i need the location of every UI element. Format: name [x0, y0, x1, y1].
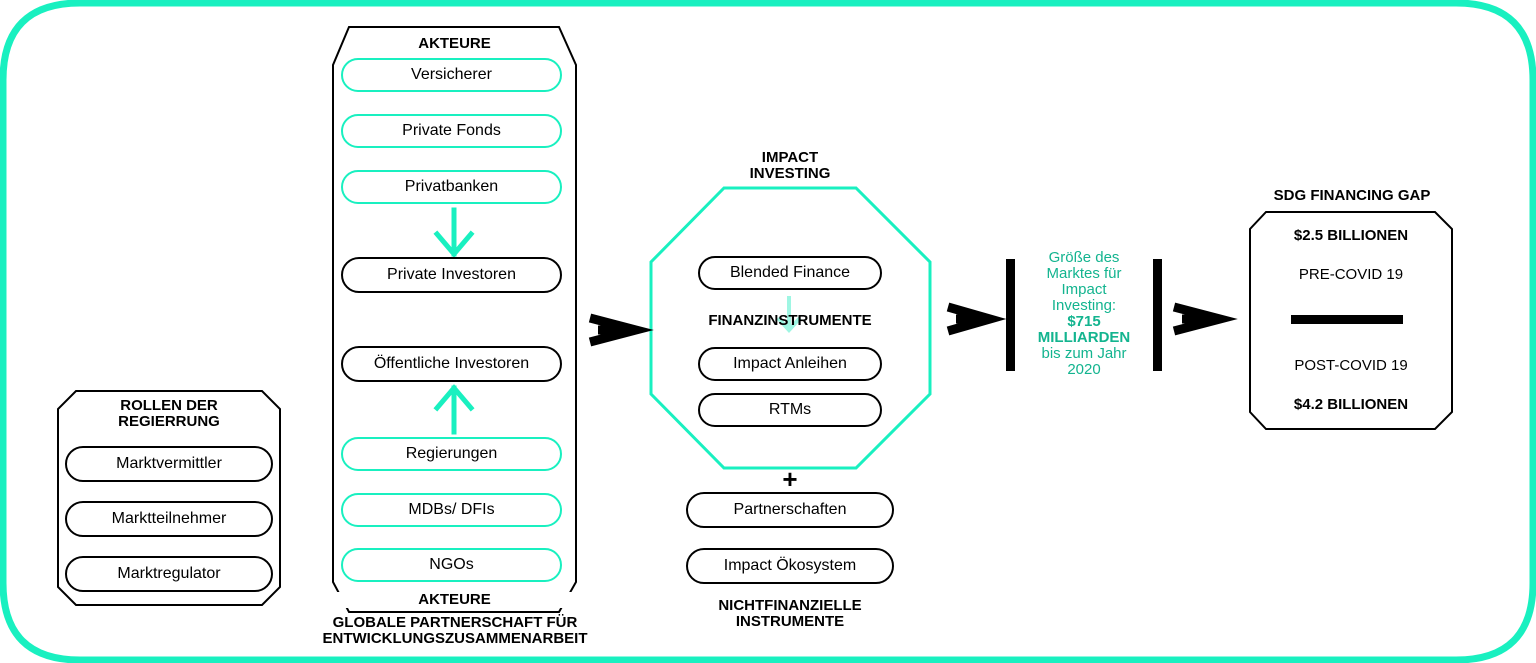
chevron-arrow-icon	[1172, 302, 1238, 336]
sdg-post-label: POST-COVID 19	[1294, 357, 1408, 374]
market-text: Größe des Marktes für Impact Investing:	[1046, 249, 1122, 314]
impact-ecosystem: Impact Ökosystem	[686, 548, 894, 584]
sdg-pre-label: PRE-COVID 19	[1298, 266, 1404, 283]
down-arrow-icon	[433, 207, 475, 258]
roles-title: ROLLEN DER REGIERRUNG	[118, 397, 220, 430]
actors-top-title: AKTEURE	[418, 35, 491, 52]
blended-finance: Blended Finance	[698, 256, 882, 290]
rtms: RTMs	[698, 393, 882, 427]
actor-item: Privatbanken	[341, 170, 562, 204]
public-investors: Öffentliche Investoren	[341, 346, 562, 382]
market-bar-left	[1006, 259, 1015, 371]
sdg-title: SDG FINANCING GAP	[1273, 187, 1431, 204]
actor-item: NGOs	[341, 548, 562, 582]
actor-item: Private Fonds	[341, 114, 562, 148]
chevron-arrow-icon	[946, 302, 1007, 336]
actors-bottom-title: AKTEURE	[333, 592, 576, 608]
up-arrow-icon	[433, 384, 475, 435]
impact-title: IMPACT INVESTING	[749, 149, 831, 182]
actors-caption: GLOBALE PARTNERSCHAFT FÜR ENTWICKLUNGSZU…	[300, 615, 610, 647]
private-investors: Private Investoren	[341, 257, 562, 293]
actor-item: Versicherer	[341, 58, 562, 92]
chevron-arrow-icon	[588, 313, 654, 347]
role-item: Marktvermittler	[65, 446, 273, 482]
market-size: Größe des Marktes für Impact Investing: …	[1016, 250, 1152, 378]
sdg-pre-amount: $2.5 BILLIONEN	[1293, 227, 1409, 244]
roles-frame	[57, 390, 281, 606]
impact-bonds: Impact Anleihen	[698, 347, 882, 381]
actor-item: Regierungen	[341, 437, 562, 471]
market-year: bis zum Jahr 2020	[1041, 345, 1127, 378]
role-item: Marktregulator	[65, 556, 273, 592]
faint-down-arrow-icon	[776, 296, 802, 333]
sdg-divider	[1291, 315, 1403, 324]
market-bar-right	[1153, 259, 1162, 371]
nonfinancial-label: NICHTFINANZIELLE INSTRUMENTE	[718, 597, 862, 630]
actor-item: MDBs/ DFIs	[341, 493, 562, 527]
plus-icon: +	[782, 464, 798, 494]
role-item: Marktteilnehmer	[65, 501, 273, 537]
partnerships: Partnerschaften	[686, 492, 894, 528]
market-amount: $715 MILLIARDEN	[1037, 313, 1131, 346]
instruments-label: FINANZINSTRUMENTE	[708, 312, 872, 329]
sdg-post-amount: $4.2 BILLIONEN	[1293, 396, 1409, 413]
